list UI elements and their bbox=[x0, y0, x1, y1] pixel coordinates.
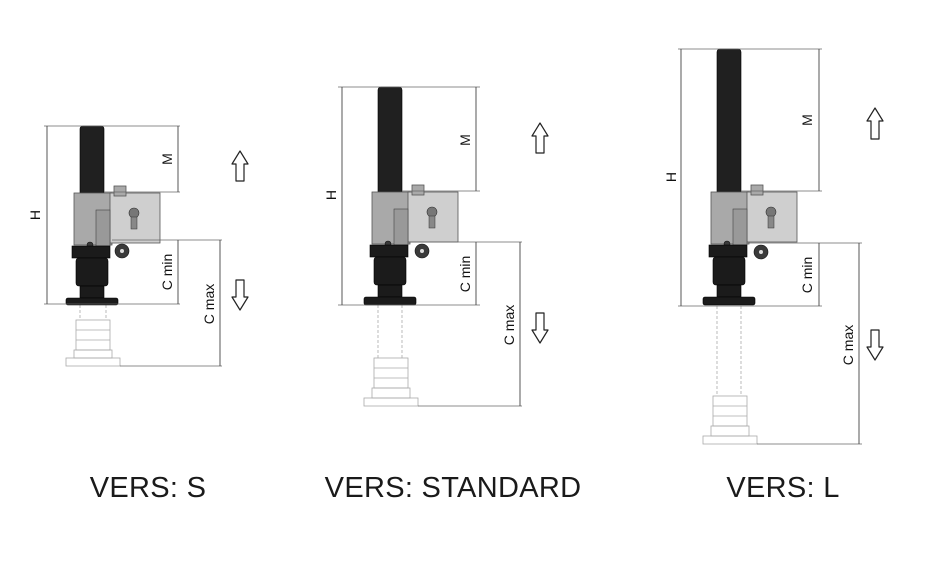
extended-ghost bbox=[702, 306, 758, 445]
actuator-body bbox=[710, 184, 798, 260]
actuator-body bbox=[371, 184, 459, 259]
dim-label-c-max: C max bbox=[501, 305, 517, 345]
dim-label-c-min: C min bbox=[457, 256, 473, 293]
dim-label-h: H bbox=[663, 172, 679, 182]
dimension-lines bbox=[44, 125, 222, 367]
extended-ghost bbox=[363, 305, 419, 407]
outline-arrow-up-icon bbox=[531, 122, 549, 154]
version-l: H M C min C max VERS: L bbox=[663, 48, 884, 504]
outline-arrow-up-icon bbox=[231, 150, 249, 182]
dimension-lines bbox=[678, 48, 862, 445]
outline-arrow-down-icon bbox=[866, 329, 884, 361]
dim-label-m: M bbox=[159, 153, 175, 165]
base-flange bbox=[702, 244, 756, 306]
dim-label-c-max: C max bbox=[840, 325, 856, 365]
column-tube bbox=[716, 48, 742, 196]
dim-label-h: H bbox=[323, 190, 339, 200]
dimension-lines bbox=[338, 86, 522, 407]
version-standard: H M C min C max VERS: STANDARD bbox=[323, 86, 582, 504]
dim-label-c-min: C min bbox=[159, 254, 175, 291]
dim-label-c-max: C max bbox=[201, 284, 217, 324]
version-s: H M C min C max VERS: S bbox=[27, 125, 249, 504]
actuator-body bbox=[73, 185, 161, 259]
caption-vers-l: VERS: L bbox=[726, 472, 839, 504]
base-flange bbox=[65, 245, 119, 306]
column-tube bbox=[377, 86, 403, 196]
dim-label-m: M bbox=[799, 114, 815, 126]
caption-vers-s: VERS: S bbox=[90, 472, 207, 504]
dim-label-h: H bbox=[27, 210, 43, 220]
dim-label-c-min: C min bbox=[799, 257, 815, 294]
dim-label-m: M bbox=[457, 134, 473, 146]
outline-arrow-down-icon bbox=[231, 279, 249, 311]
base-flange bbox=[363, 244, 417, 306]
outline-arrow-down-icon bbox=[531, 312, 549, 344]
extended-ghost bbox=[65, 305, 121, 367]
column-tube bbox=[79, 125, 105, 197]
outline-arrow-up-icon bbox=[866, 107, 884, 140]
caption-vers-standard: VERS: STANDARD bbox=[325, 472, 582, 504]
